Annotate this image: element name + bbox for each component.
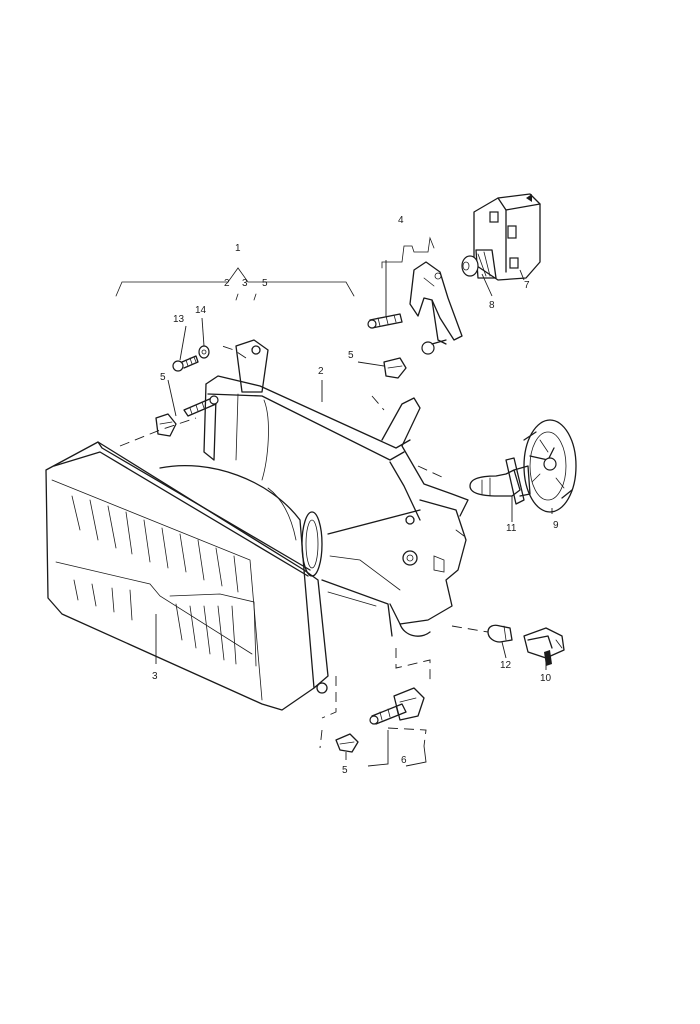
washer-part-14 bbox=[198, 345, 210, 359]
assembly-bracket-4 bbox=[381, 236, 435, 269]
callout-8: 8 bbox=[489, 300, 495, 311]
callout-6: 6 bbox=[401, 755, 407, 766]
clip-nut-part-5-upper-left bbox=[155, 395, 219, 437]
callout-5-upper-left: 5 bbox=[160, 372, 166, 383]
callout-3: 3 bbox=[152, 671, 158, 682]
callout-1-sub-5: 5 bbox=[262, 278, 268, 289]
clip-nut-part-5-bottom bbox=[335, 733, 359, 753]
mounting-frame-part-2 bbox=[203, 339, 469, 637]
callout-11: 11 bbox=[506, 523, 517, 534]
headlight-lens-part-3 bbox=[45, 441, 329, 711]
clip-nut-part-5-upper-right bbox=[383, 357, 407, 379]
callout-7: 7 bbox=[524, 280, 530, 291]
bulb-cover-part-9 bbox=[523, 419, 577, 513]
callout-1-sub-3: 3 bbox=[242, 278, 248, 289]
motor-shaft-part-8 bbox=[461, 249, 497, 279]
adjuster-motor-part-7 bbox=[473, 193, 541, 281]
leader-lines bbox=[155, 260, 553, 767]
callout-10: 10 bbox=[540, 673, 552, 684]
callout-1-sub-2: 2 bbox=[224, 278, 230, 289]
halogen-bulb-part-11 bbox=[469, 457, 531, 505]
assembly-dashed-lines bbox=[119, 345, 489, 749]
assembly-bracket-1 bbox=[115, 267, 355, 301]
callout-1: 1 bbox=[235, 243, 241, 254]
adjuster-bracket-part-4 bbox=[367, 261, 463, 355]
callout-14: 14 bbox=[195, 305, 207, 316]
callout-4: 4 bbox=[398, 215, 404, 226]
callout-labels: 1 2 3 5 2 3 4 5 5 5 6 7 8 9 10 11 12 13 … bbox=[152, 215, 559, 776]
callout-2: 2 bbox=[318, 366, 324, 377]
callout-12: 12 bbox=[500, 660, 512, 671]
callout-9: 9 bbox=[553, 520, 559, 531]
callout-5-upper-right: 5 bbox=[348, 350, 354, 361]
bulb-socket-part-10 bbox=[523, 627, 565, 666]
callout-5-bottom: 5 bbox=[342, 765, 348, 776]
parking-bulb-part-12 bbox=[487, 624, 513, 643]
callout-13: 13 bbox=[173, 314, 185, 325]
adjuster-screw-part-6 bbox=[369, 687, 425, 725]
screw-part-13 bbox=[172, 355, 199, 372]
